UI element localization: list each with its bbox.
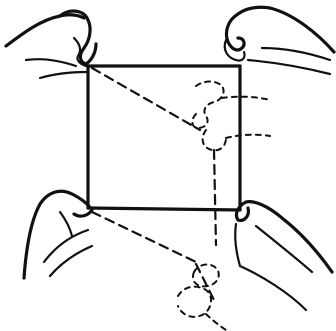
hand-top-left-arm	[6, 15, 84, 46]
ghost-hand-upper-sleeve	[226, 135, 270, 138]
hand-bottom-left-arm	[24, 191, 72, 278]
paper-bottom-edge	[88, 208, 240, 210]
hand-bottom-right-wrist	[256, 226, 312, 272]
hand-top-right	[225, 7, 334, 74]
hand-bottom-left	[24, 191, 92, 278]
fold-line-top-diagonal	[92, 68, 200, 130]
fold-motion-lines	[92, 68, 216, 300]
hand-top-left-sleeve	[40, 72, 86, 78]
hand-bottom-right-arm	[246, 202, 332, 272]
ghost-hand-upper-fingers	[192, 82, 223, 129]
fold-line-right-vertical	[214, 150, 216, 245]
hand-bottom-left-wrist	[44, 230, 88, 262]
ghost-hand-upper	[192, 82, 270, 151]
hand-top-right-fingers	[226, 14, 244, 50]
hand-top-right-arm	[238, 7, 334, 52]
hand-bottom-left-sleeve	[50, 246, 92, 276]
fold-line-bottom-diagonal	[92, 212, 196, 262]
hand-bottom-left-knuckles	[60, 212, 72, 236]
paper-square	[88, 66, 240, 210]
hand-bottom-right-sleeve	[240, 266, 306, 310]
ghost-hand-lower-palm	[178, 287, 211, 317]
hand-top-right-sleeve	[262, 48, 330, 60]
hand-top-left-wrist	[26, 59, 76, 66]
ghost-hand-lower	[178, 265, 226, 330]
fold-line-lower-vertical	[196, 264, 214, 300]
hand-bottom-right-fingers	[236, 202, 248, 220]
hand-top-left	[6, 11, 96, 78]
ghost-hand-upper-palm	[203, 130, 226, 150]
ghost-hand-lower-sleeve	[206, 314, 226, 330]
hand-bottom-right	[235, 202, 332, 310]
hand-bottom-right-palm	[235, 224, 240, 266]
hand-top-right-wrist	[248, 60, 330, 74]
ghost-hand-upper-wrist	[222, 97, 270, 100]
